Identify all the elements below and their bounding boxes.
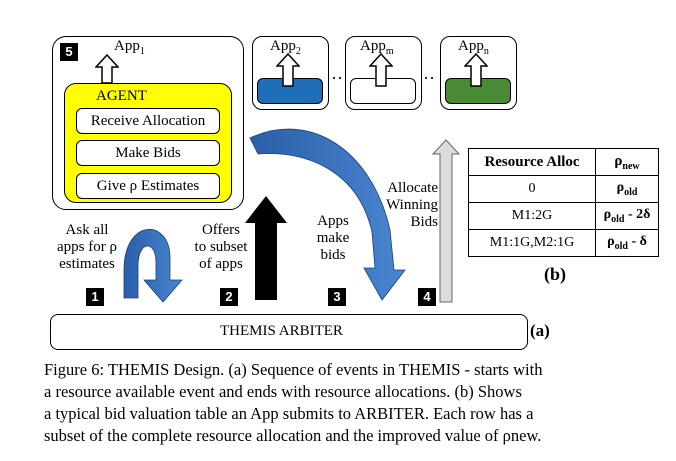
arbiter-label: THEMIS ARBITER [220,323,343,339]
step-4-badge: 4 [418,288,436,306]
step-1-badge: 1 [86,288,104,306]
table-row: M1:1G,M2:1G ρold - δ [468,229,659,257]
caption-line: subset of the complete resource allocati… [44,426,542,445]
caption-line: a typical bid valuation table an App sub… [44,404,534,423]
step-2-badge: 2 [220,288,238,306]
arbiter-box [50,314,528,350]
header-resource-alloc: Resource Alloc [468,148,596,176]
table-row: 0 ρold [468,175,659,203]
app2-up-arrow-icon [276,53,300,87]
cell-rho: ρold [595,175,659,203]
step-3-curved-arrow-icon [249,128,406,301]
cell-rho: ρold - δ [595,229,659,257]
app2-label: App2 [270,38,301,57]
agent-title: AGENT [96,88,147,104]
caption-line: Figure 6: THEMIS Design. (a) Sequence of… [44,360,543,379]
agent-item-give-rho-estimates: Give ρ Estimates [76,173,220,199]
appn-label: Appn [458,38,489,57]
panel-b-label: (b) [544,264,566,284]
table-row: M1:2G ρold - 2δ [468,202,659,230]
cell-rho: ρold - 2δ [595,202,659,230]
cell-alloc: 0 [468,175,596,203]
cell-alloc: M1:2G [468,202,596,230]
step-4-up-arrow-icon [431,139,461,303]
table-header-row: Resource Alloc ρnew [468,148,659,176]
app1-label: App1 [114,38,145,57]
agent-item-receive-allocation: Receive Allocation [76,108,220,134]
panel-a-label: (a) [530,321,550,340]
figure-caption: Figure 6: THEMIS Design. (a) Sequence of… [44,359,674,447]
agent-item-make-bids: Make Bids [76,140,220,166]
step-5-badge: 5 [60,43,78,61]
appm-up-arrow-icon [369,53,393,87]
bid-valuation-table: Resource Alloc ρnew 0 ρold M1:2G ρold - … [468,148,659,257]
cell-alloc: M1:1G,M2:1G [468,229,596,257]
ellipsis-2: ·· [423,68,435,88]
ellipsis-1: ·· [331,68,343,88]
caption-line: a resource available event and ends with… [44,382,522,401]
appm-label: Appm [360,38,394,57]
step-1-u-arrow-icon [123,229,183,303]
step-2-up-arrow-icon [245,196,287,300]
appn-up-arrow-icon [464,53,488,87]
step-3-badge: 3 [328,288,346,306]
header-rho-new: ρnew [595,148,659,176]
